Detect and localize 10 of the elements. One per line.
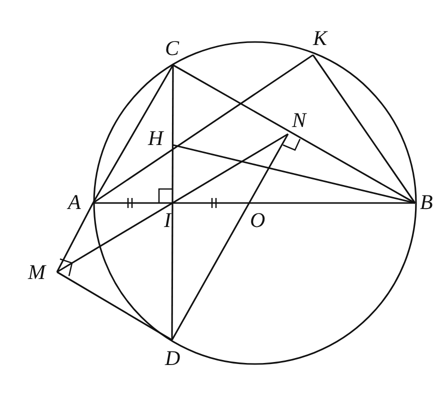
point-label: H [148, 128, 164, 149]
point-label: D [165, 348, 180, 369]
point-label: O [250, 210, 266, 231]
point-label: A [68, 192, 81, 213]
point-label: M [28, 262, 46, 283]
point-label: B [420, 192, 433, 213]
point-label: I [164, 210, 171, 231]
point-label: N [292, 110, 306, 131]
point-label: K [313, 28, 328, 49]
point-label: C [165, 38, 180, 59]
